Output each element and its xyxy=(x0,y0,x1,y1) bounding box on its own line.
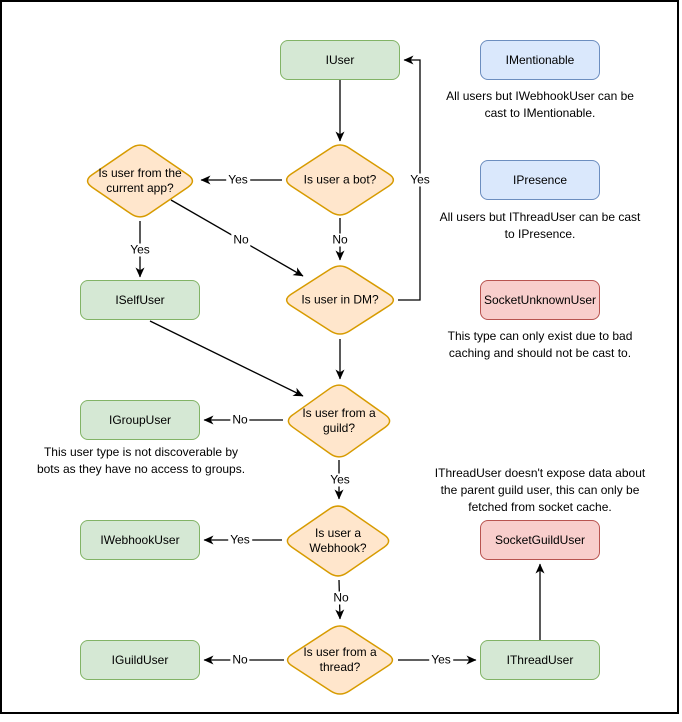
edge-label-thread-no: No xyxy=(230,652,250,667)
note-ithreaduser: IThreadUser doesn't expose data about th… xyxy=(434,466,646,514)
node-iselfuser: ISelfUser xyxy=(80,280,200,320)
edge-label-app-yes: Yes xyxy=(128,242,152,257)
decision-is-current-app-shape xyxy=(86,144,194,218)
decision-is-dm-shape xyxy=(285,265,395,335)
note-igroupuser: This user type is not discoverable by bo… xyxy=(36,445,246,476)
decision-is-bot-label: Is user a bot? xyxy=(303,172,377,187)
node-socketguilduser: SocketGuildUser xyxy=(480,520,600,560)
decision-is-webhook-label: Is user a Webhook? xyxy=(309,526,367,555)
decision-is-dm-label: Is user in DM? xyxy=(301,292,379,307)
decision-is-current-app-label: Is user from the current app? xyxy=(98,166,182,195)
edge-label-thread-yes: Yes xyxy=(429,652,453,667)
decision-is-guild-label: Is user from a guild? xyxy=(302,406,376,435)
note-ipresence: All users but IThreadUser can be cast to… xyxy=(439,210,641,241)
edge-label-bot-yes: Yes xyxy=(226,172,250,187)
decision-is-thread-label: Is user from a thread? xyxy=(303,645,377,674)
node-imentionable: IMentionable xyxy=(480,40,600,80)
edge-label-guild-no: No xyxy=(230,412,250,427)
edge-label-dm-yes: Yes xyxy=(408,172,432,187)
edge-label-app-no: No xyxy=(231,232,251,247)
edge-label-guild-yes: Yes xyxy=(328,472,352,487)
edge-iselfuser-to-is-guild xyxy=(149,320,304,397)
edge-label-webhook-no: No xyxy=(331,590,351,605)
decision-is-thread-shape xyxy=(286,625,394,695)
node-ipresence: IPresence xyxy=(480,160,600,200)
node-iuser: IUser xyxy=(280,40,400,80)
node-iwebhookuser: IWebhookUser xyxy=(80,520,200,560)
note-socketunknownuser: This type can only exist due to bad cach… xyxy=(447,329,633,360)
edge-label-webhook-yes: Yes xyxy=(228,532,252,547)
edge-label-bot-no: No xyxy=(330,232,350,247)
decision-is-bot-shape xyxy=(285,144,395,216)
decision-is-guild-shape xyxy=(287,384,391,458)
node-ithreaduser: IThreadUser xyxy=(480,640,600,680)
decision-is-webhook-shape xyxy=(286,505,390,577)
node-igroupuser: IGroupUser xyxy=(80,400,200,440)
node-iguilduser: IGuildUser xyxy=(80,640,200,680)
node-socketunknownuser: SocketUnknownUser xyxy=(480,280,600,320)
note-imentionable: All users but IWebhookUser can be cast t… xyxy=(446,89,634,120)
